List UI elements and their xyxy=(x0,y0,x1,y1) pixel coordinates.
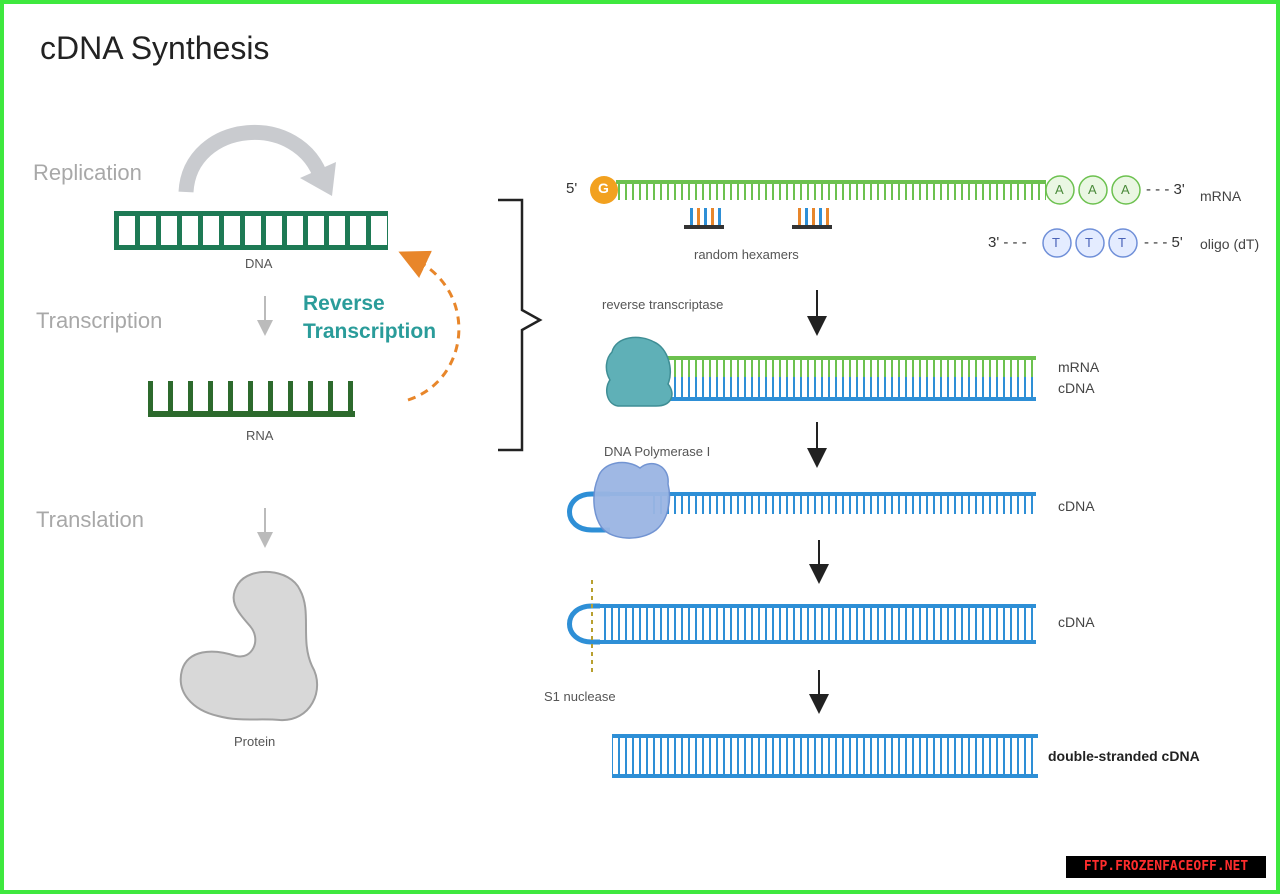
cap-g xyxy=(590,176,618,204)
polya-a1: A xyxy=(1055,182,1064,197)
translation-label: Translation xyxy=(36,507,145,532)
oligo-dt xyxy=(1042,228,1138,258)
oligo-t1: T xyxy=(1052,235,1060,250)
ds-cdna xyxy=(612,734,1038,778)
hairpin-cdna-2 xyxy=(567,603,1036,645)
double-stranded-cdna-label: double-stranded cDNA xyxy=(1048,748,1200,764)
dna-polymerase-enzyme xyxy=(593,461,671,539)
five-prime-label: 5' xyxy=(566,180,578,197)
hairpin-cdna-1 xyxy=(567,491,1036,533)
reverse-transcriptase-enzyme xyxy=(605,336,673,407)
hybrid-duplex xyxy=(660,356,1036,401)
random-hexamers-label: random hexamers xyxy=(694,247,799,262)
mrna-tag: mRNA xyxy=(1200,188,1242,204)
polya-tail xyxy=(1045,175,1141,205)
dna-polymerase-label: DNA Polymerase I xyxy=(604,444,711,459)
s1-nuclease-label: S1 nuclease xyxy=(544,689,616,704)
oligo-five-prime-label: - - - 5' xyxy=(1144,234,1183,251)
oligo-t3: T xyxy=(1118,235,1126,250)
mrna-strand-top xyxy=(616,180,1046,200)
three-prime-label: - - - 3' xyxy=(1146,181,1185,198)
protein-shape xyxy=(179,570,318,722)
bracket xyxy=(498,198,543,452)
dna-strand xyxy=(114,211,388,250)
reverse-transcription-line1: Reverse xyxy=(303,292,385,315)
protein-label: Protein xyxy=(234,734,276,749)
oligo-dt-label: oligo (dT) xyxy=(1200,236,1260,252)
step2-cdna-label: cDNA xyxy=(1058,380,1095,396)
random-hexamer-1 xyxy=(684,208,724,229)
page-title: cDNA Synthesis xyxy=(40,30,270,66)
reverse-transcription-arrow xyxy=(398,250,461,402)
reverse-transcriptase-label: reverse transcriptase xyxy=(602,297,724,312)
step3-cdna-label: cDNA xyxy=(1058,498,1095,514)
polya-a3: A xyxy=(1121,182,1130,197)
replication-label: Replication xyxy=(33,160,142,185)
polya-a2: A xyxy=(1088,182,1097,197)
replication-arrow xyxy=(178,125,336,196)
rna-strand xyxy=(148,381,355,417)
rna-label: RNA xyxy=(246,428,274,443)
random-hexamer-2 xyxy=(792,208,832,229)
transcription-label: Transcription xyxy=(36,308,163,333)
step4-cdna-label: cDNA xyxy=(1058,614,1095,630)
cap-letter: G xyxy=(598,180,609,196)
reverse-transcription-line2: Transcription xyxy=(303,320,437,343)
watermark: FTP.FROZENFACEOFF.NET xyxy=(1066,856,1266,878)
oligo-t2: T xyxy=(1085,235,1093,250)
dna-label: DNA xyxy=(245,256,273,271)
oligo-three-prime-label: 3' - - - xyxy=(988,234,1027,251)
step2-mrna-label: mRNA xyxy=(1058,359,1100,375)
